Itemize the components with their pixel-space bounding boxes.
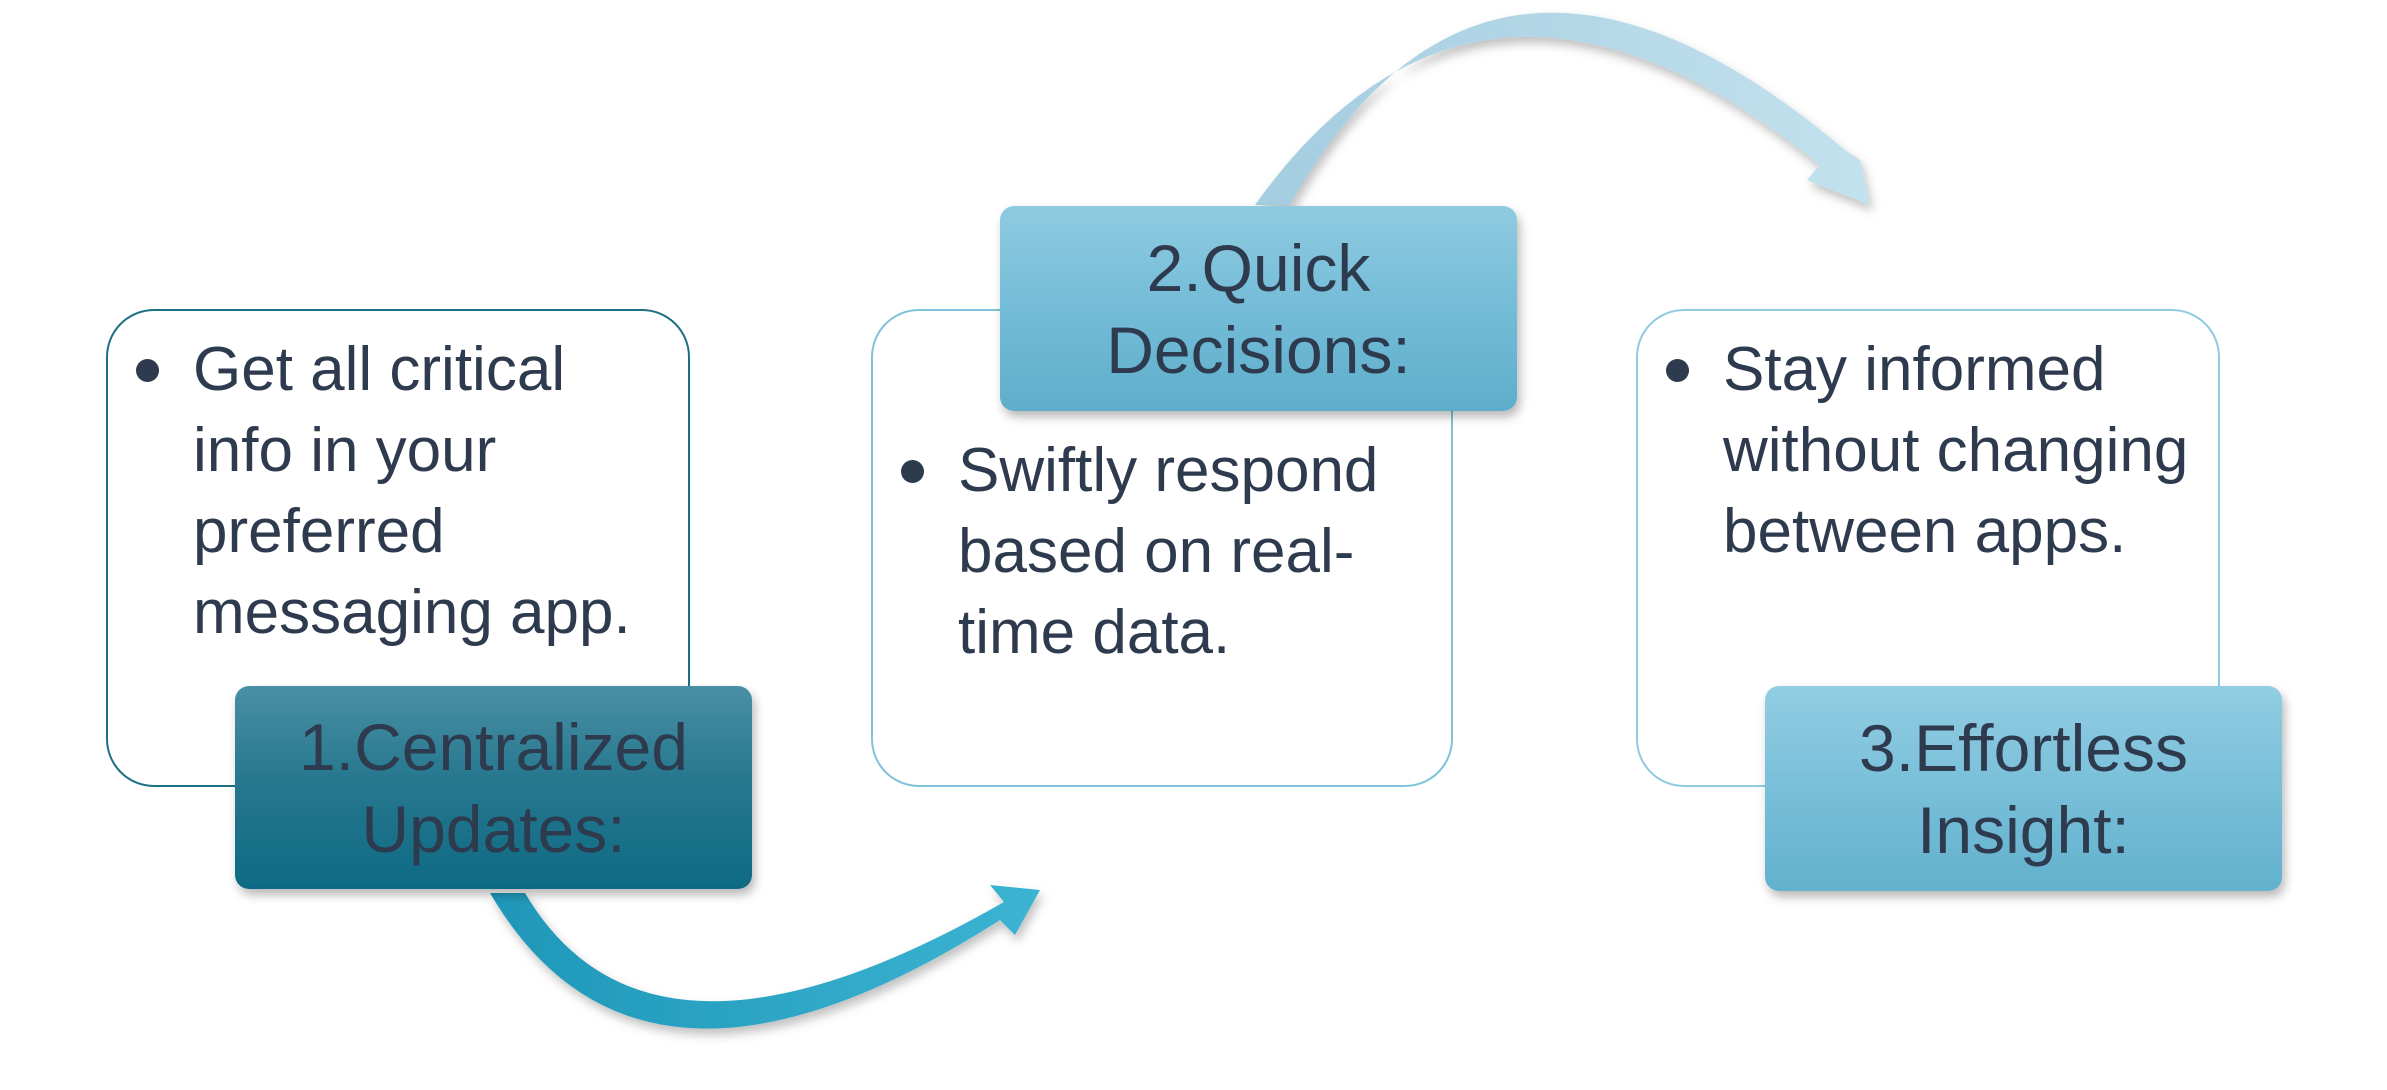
step-2-card: Swiftly respond based on real-time data.: [871, 309, 1453, 787]
curved-arrow-step1-to-step2: [490, 885, 1040, 1029]
step-1-bullet: Get all critical info in your preferred …: [108, 329, 668, 653]
step-1-label: 1.Centralized Updates:: [235, 686, 752, 889]
step-3-label: 3.Effortless Insight:: [1765, 686, 2282, 891]
step-2-bullet: Swiftly respond based on real-time data.: [873, 430, 1433, 673]
step-3-bullet-list: Stay informed without changing between a…: [1638, 329, 2198, 572]
step-2-bullet-list: Swiftly respond based on real-time data.: [873, 430, 1433, 673]
step-2-label: 2.Quick Decisions:: [1000, 206, 1517, 411]
step-1-bullet-list: Get all critical info in your preferred …: [108, 329, 668, 653]
step-3-bullet: Stay informed without changing between a…: [1638, 329, 2198, 572]
curved-arrow-step2-to-step3: [1255, 12, 1870, 205]
